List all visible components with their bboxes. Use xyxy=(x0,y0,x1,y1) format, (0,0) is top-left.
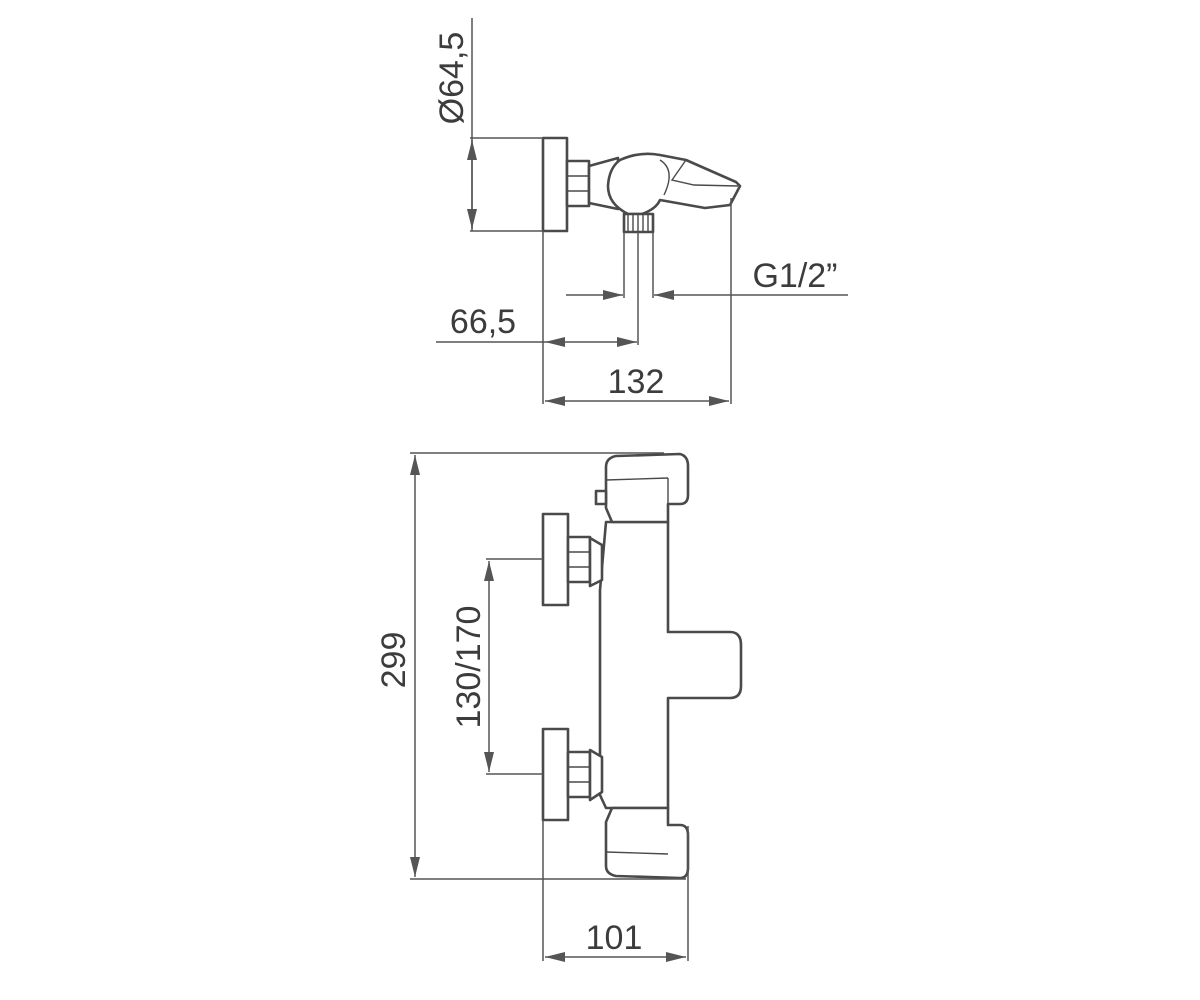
front-stop-button xyxy=(594,489,608,506)
front-upper-flange xyxy=(541,512,570,607)
front-upper-connector xyxy=(588,536,604,588)
thread-label: G1/2” xyxy=(752,257,837,295)
inlet-offset-label: 66,5 xyxy=(450,303,516,341)
side-view xyxy=(541,136,742,234)
front-bottom-handle xyxy=(604,806,690,880)
projection-dimension: 132 xyxy=(545,198,732,406)
side-wall-flange xyxy=(541,136,569,233)
thread-dimension: G1/2” xyxy=(566,232,848,300)
projection-label: 132 xyxy=(608,363,665,401)
front-body xyxy=(598,520,743,810)
front-top-handle xyxy=(604,452,690,524)
diameter-dimension: Ø64,5 xyxy=(433,18,543,232)
centers-label: 130/170 xyxy=(450,606,488,729)
height-dimension: 299 xyxy=(375,452,686,880)
front-upper-nut xyxy=(566,535,592,584)
depth-label: 101 xyxy=(586,919,643,957)
centers-dimension: 130/170 xyxy=(450,558,543,775)
inlet-offset-dimension: 66,5 xyxy=(436,231,639,404)
front-lower-flange xyxy=(541,727,570,822)
side-nut xyxy=(565,159,591,208)
depth-dimension: 101 xyxy=(542,820,689,962)
front-view xyxy=(541,452,743,880)
side-body xyxy=(606,152,742,216)
height-label: 299 xyxy=(375,632,413,689)
front-lower-connector xyxy=(588,748,604,802)
front-lower-nut xyxy=(566,750,592,799)
diameter-label: Ø64,5 xyxy=(433,32,471,125)
